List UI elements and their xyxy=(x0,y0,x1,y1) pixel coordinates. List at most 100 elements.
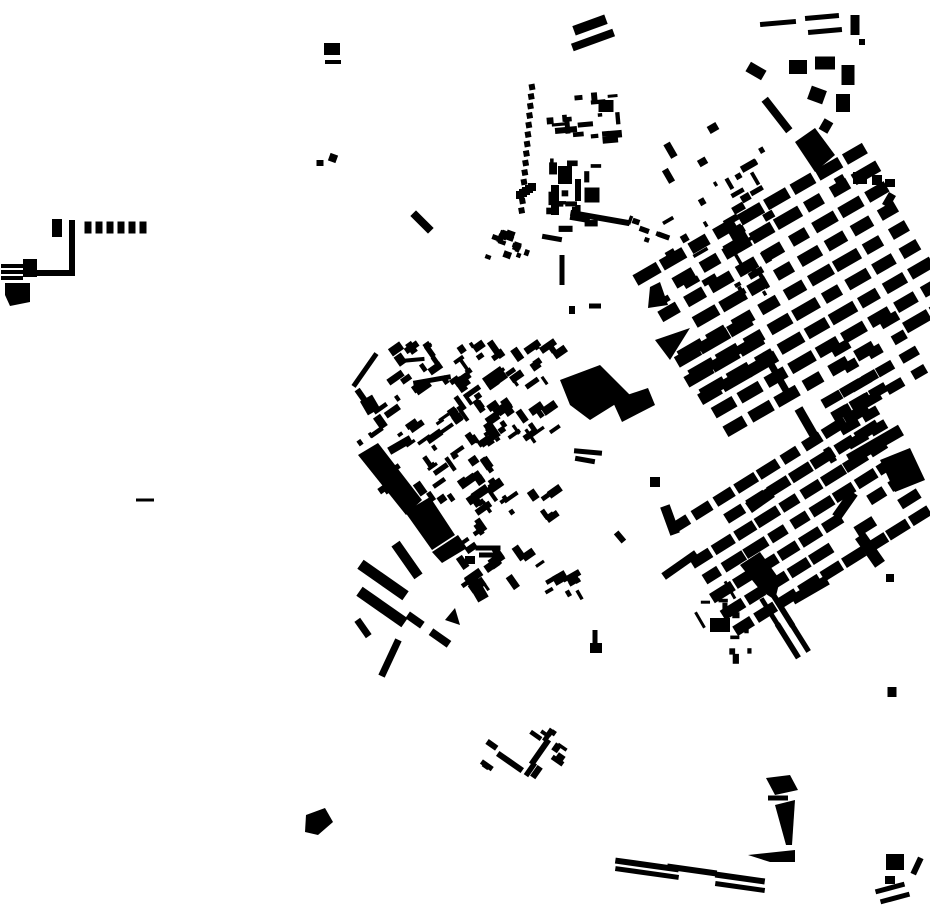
building xyxy=(662,215,675,226)
building xyxy=(859,39,865,45)
building xyxy=(598,100,614,112)
building xyxy=(435,418,445,426)
building xyxy=(544,586,554,595)
building xyxy=(785,616,811,653)
building xyxy=(569,306,575,314)
building xyxy=(790,575,830,605)
building xyxy=(551,344,569,360)
building xyxy=(474,500,493,516)
building xyxy=(357,559,409,601)
building xyxy=(820,284,844,304)
building xyxy=(584,171,590,183)
building xyxy=(551,742,562,754)
building xyxy=(432,462,449,476)
building xyxy=(694,611,706,629)
building xyxy=(528,183,536,191)
building xyxy=(546,207,557,215)
building xyxy=(305,808,333,835)
building xyxy=(709,347,741,373)
building xyxy=(412,374,452,386)
building xyxy=(35,270,75,276)
building xyxy=(811,210,839,234)
building xyxy=(650,477,660,487)
building xyxy=(465,494,477,506)
building xyxy=(842,450,870,474)
building xyxy=(372,413,388,430)
building xyxy=(782,279,808,301)
building xyxy=(615,112,621,125)
building xyxy=(84,228,92,234)
building xyxy=(468,341,475,349)
building xyxy=(789,510,811,530)
building-footprints xyxy=(1,13,930,905)
building xyxy=(418,362,428,373)
building xyxy=(428,628,452,648)
building xyxy=(399,356,425,364)
building xyxy=(683,286,708,308)
building xyxy=(872,175,882,185)
building xyxy=(491,234,499,241)
building xyxy=(467,577,489,603)
building xyxy=(789,172,817,196)
building xyxy=(612,388,655,422)
building xyxy=(841,65,855,85)
building xyxy=(570,28,616,52)
building xyxy=(486,399,500,413)
building xyxy=(520,178,528,186)
building xyxy=(378,638,402,678)
building xyxy=(679,233,690,244)
building xyxy=(546,117,554,125)
building xyxy=(814,157,844,181)
building xyxy=(551,185,559,215)
building xyxy=(106,228,114,234)
building xyxy=(461,562,470,570)
building xyxy=(789,60,807,74)
building xyxy=(446,492,456,503)
building xyxy=(875,454,901,476)
building xyxy=(472,529,481,537)
building xyxy=(707,270,735,294)
building xyxy=(471,339,486,353)
building xyxy=(554,752,566,763)
building xyxy=(405,340,418,355)
building xyxy=(572,131,584,138)
building xyxy=(464,541,479,555)
building xyxy=(910,856,924,876)
building xyxy=(23,259,37,277)
building xyxy=(733,471,760,494)
building xyxy=(787,227,810,247)
building xyxy=(117,221,125,229)
building xyxy=(511,241,522,252)
building xyxy=(613,530,627,544)
building xyxy=(767,524,789,544)
building xyxy=(561,190,569,197)
building xyxy=(538,338,558,354)
building xyxy=(887,220,910,240)
building xyxy=(808,494,836,518)
building xyxy=(775,800,795,845)
building xyxy=(760,241,786,263)
building xyxy=(550,754,565,767)
building xyxy=(820,389,844,409)
building xyxy=(431,444,438,452)
building xyxy=(524,376,540,390)
building xyxy=(722,415,748,437)
building xyxy=(522,150,530,157)
building xyxy=(657,231,671,241)
building xyxy=(696,156,709,168)
building xyxy=(898,239,922,260)
building xyxy=(393,394,401,402)
building xyxy=(907,256,930,280)
building xyxy=(723,503,747,524)
building xyxy=(590,164,602,168)
building xyxy=(734,172,743,181)
building xyxy=(524,131,532,138)
building xyxy=(867,382,889,400)
building xyxy=(528,737,552,767)
building xyxy=(710,395,738,419)
building xyxy=(844,267,872,291)
building xyxy=(730,187,745,199)
building xyxy=(575,589,584,601)
building xyxy=(714,881,766,893)
